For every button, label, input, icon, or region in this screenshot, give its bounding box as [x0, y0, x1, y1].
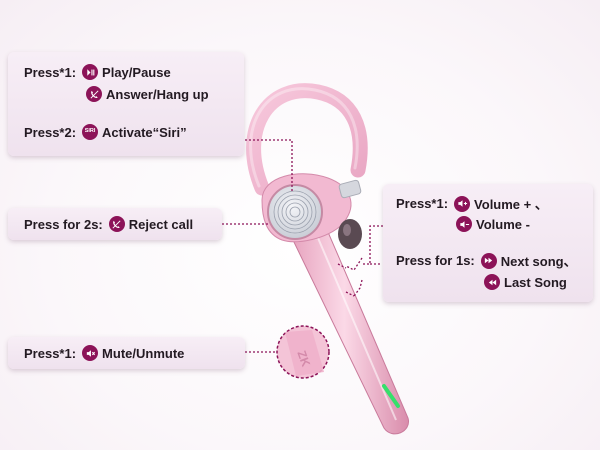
play-pause-text: Play/Pause	[102, 64, 171, 80]
mute-icon	[82, 345, 99, 361]
multifunction-button	[267, 184, 323, 240]
volume-down-icon	[456, 216, 472, 232]
siri-icon: SIRI	[82, 124, 99, 140]
card-play-controls	[8, 52, 244, 156]
phone-icon	[108, 216, 125, 232]
last-song-icon	[484, 274, 500, 290]
volume-up-icon	[454, 195, 471, 212]
metal-ring	[338, 179, 362, 199]
volume-down-text: Volume -	[476, 216, 530, 232]
row-activate-siri: Press*2: SIRI Activate“Siri”	[24, 124, 187, 140]
reject-call-text: Reject call	[128, 216, 194, 232]
answer-hangup-text: Answer/Hang up	[106, 86, 209, 102]
activate-siri-text: Activate“Siri”	[102, 124, 187, 140]
ear-bud	[338, 219, 362, 249]
row-volume-down: Volume -	[456, 216, 530, 232]
press-once-label: Press*1:	[24, 345, 77, 361]
row-last-song: Last Song	[484, 274, 567, 290]
stem-marking: ZK	[294, 349, 313, 369]
row-volume-up: Press*1: Volume + 、	[396, 194, 548, 213]
press-2s-label: Press for 2s:	[24, 216, 103, 232]
press-once-label: Press*1:	[24, 64, 77, 80]
phone-icon	[86, 86, 102, 102]
mute-unmute-text: Mute/Unmute	[102, 345, 185, 361]
ear-hook	[246, 83, 368, 196]
next-song-icon	[480, 252, 497, 269]
last-song-text: Last Song	[504, 274, 567, 290]
status-led	[382, 384, 400, 408]
press-twice-label: Press*2:	[24, 124, 77, 140]
next-song-text: Next song、	[500, 254, 577, 269]
row-next-song: Press for 1s: Next song、	[396, 251, 577, 270]
play-pause-icon	[82, 64, 99, 80]
row-play-pause: Press*1: Play/Pause	[24, 64, 171, 80]
volume-up-text: Volume + 、	[474, 197, 548, 212]
mute-button-zoom	[276, 325, 330, 379]
row-mute-unmute: Press*1: Mute/Unmute	[24, 345, 184, 361]
row-answer-hangup: Answer/Hang up	[86, 86, 209, 102]
press-1s-label: Press for 1s:	[396, 253, 475, 268]
row-reject-call: Press for 2s: Reject call	[24, 216, 193, 232]
card-mute	[8, 337, 245, 369]
press-once-label: Press*1:	[396, 196, 449, 211]
